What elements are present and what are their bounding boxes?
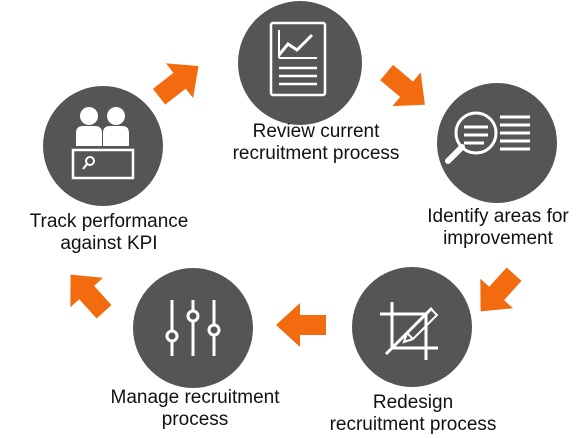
people-search-icon [71, 107, 135, 180]
step-track-label-line-2: against KPI [60, 233, 158, 254]
step-review [238, 1, 362, 125]
step-identify-circle [437, 83, 557, 203]
step-redesign-label-line-1: Redesign [372, 392, 454, 413]
step-track-label: Track performance against KPI [0, 211, 218, 255]
arrow-identify-to-redesign [464, 259, 531, 327]
step-manage-label-line-1: Manage recruitment [110, 387, 280, 408]
step-identify-label-line-1: Identify areas for [427, 206, 569, 227]
chart-document-icon [269, 21, 327, 97]
arrow-review-to-identify [372, 55, 440, 122]
step-redesign [352, 267, 472, 387]
step-identify-label-line-2: improvement [443, 228, 553, 249]
step-manage-label-line-2: process [161, 409, 229, 430]
step-review-label: Review current recruitment process [196, 121, 436, 165]
arrow-redesign-to-manage [276, 303, 326, 347]
step-manage [133, 268, 253, 388]
step-track-label-line-1: Track performance [29, 211, 189, 232]
magnifier-list-icon [445, 111, 530, 164]
step-review-label-line-1: Review current [252, 121, 380, 142]
step-track [43, 86, 163, 206]
step-review-label-line-2: recruitment process [232, 143, 400, 164]
step-identify [437, 83, 557, 203]
step-review-circle [238, 1, 362, 125]
step-redesign-label-line-2: recruitment process [329, 414, 497, 435]
arrow-track-to-review [145, 48, 213, 115]
sliders-icon [165, 300, 221, 356]
step-redesign-label: Redesign recruitment process [308, 392, 518, 436]
step-manage-label: Manage recruitment process [70, 387, 320, 431]
step-identify-label: Identify areas for improvement [398, 206, 583, 250]
arrow-manage-to-track [54, 259, 121, 327]
crop-pencil-icon [380, 302, 439, 360]
